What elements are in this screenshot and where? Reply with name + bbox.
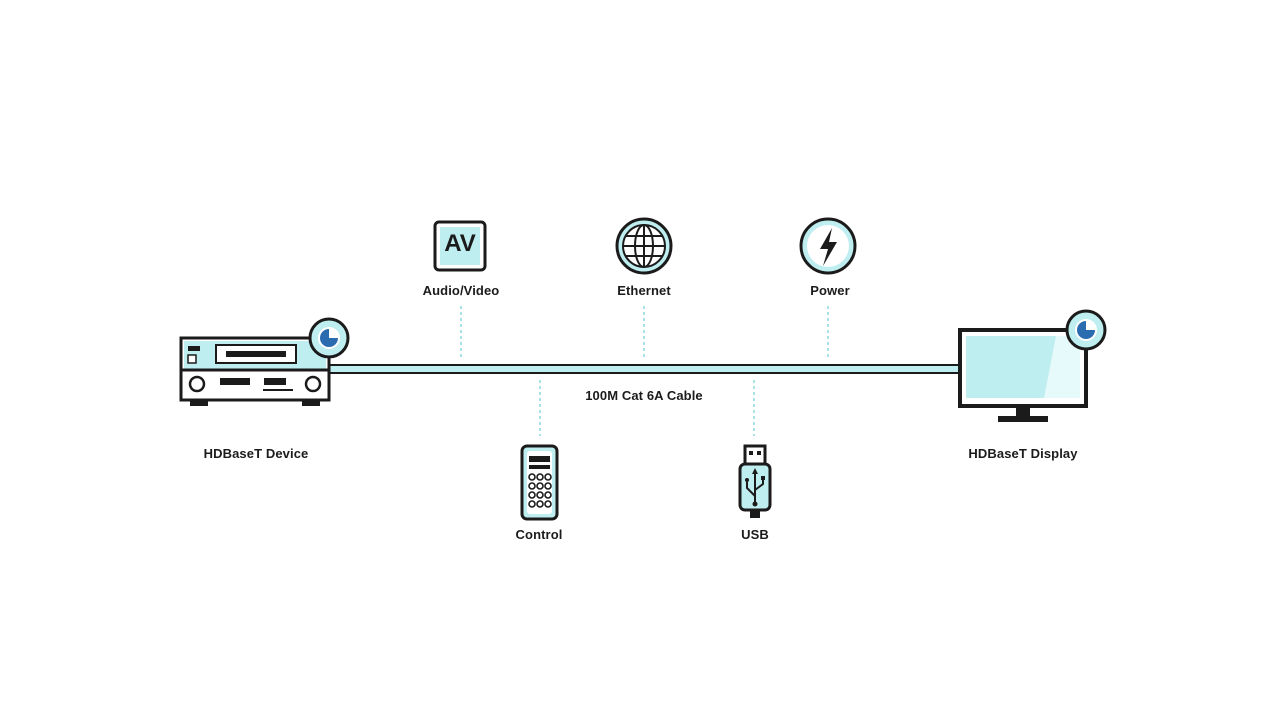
usb-plug-icon xyxy=(738,444,772,518)
usb-label: USB xyxy=(741,527,769,542)
remote-control-icon xyxy=(520,444,559,521)
power-label: Power xyxy=(810,283,850,298)
ethernet-label: Ethernet xyxy=(617,283,671,298)
audio-video-label: Audio/Video xyxy=(422,283,500,298)
monitor-icon xyxy=(958,309,1107,422)
av-icon-text: AV xyxy=(444,230,476,257)
sink-label: HDBaseT Display xyxy=(968,446,1078,461)
av-icon: AV xyxy=(433,220,487,272)
cable-label: 100M Cat 6A Cable xyxy=(585,388,703,403)
globe-icon xyxy=(615,217,673,275)
av-receiver-icon xyxy=(179,317,350,406)
control-label: Control xyxy=(515,527,563,542)
lightning-icon xyxy=(799,217,857,275)
cable-line xyxy=(328,364,962,374)
source-label: HDBaseT Device xyxy=(203,446,309,461)
